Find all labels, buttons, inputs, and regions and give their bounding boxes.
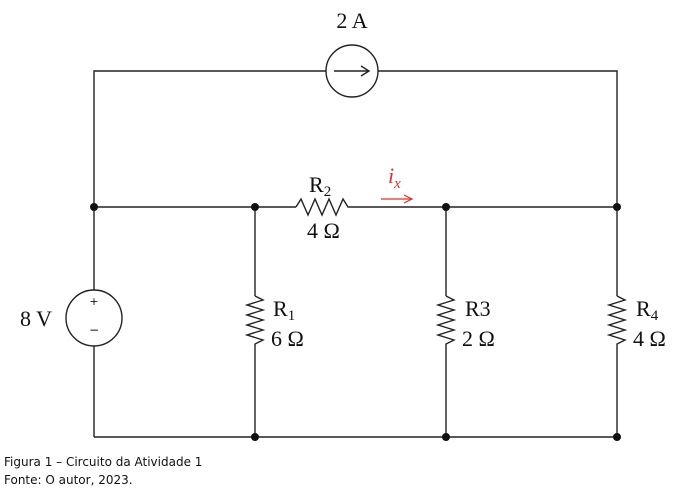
current-source [325, 44, 379, 98]
resistor-r4-symbol [606, 295, 628, 348]
node-r1-bottom [251, 433, 259, 441]
node-r3-top [442, 203, 450, 211]
node-r4-bottom [613, 433, 621, 441]
node-r1-top [251, 203, 259, 211]
junction-nodes [90, 203, 621, 441]
r3-value-label: 2 Ω [462, 326, 495, 351]
node-top-left [90, 203, 98, 211]
voltage-source-minus: − [89, 323, 99, 337]
node-r3-bottom [442, 433, 450, 441]
r2-value-label: 4 Ω [307, 218, 340, 243]
r3-name-label: R3 [465, 296, 491, 321]
r4-value-label: 4 Ω [633, 326, 666, 351]
current-source-value: 2 A [336, 8, 367, 33]
voltage-source [65, 289, 123, 347]
current-source-arrowhead-icon [360, 65, 371, 77]
wires [93, 70, 618, 438]
voltage-source-value: 8 V [20, 306, 52, 331]
voltage-source-plus: + [89, 295, 98, 308]
current-ix-arrow-icon [381, 194, 414, 204]
resistor-r3-symbol [435, 295, 457, 348]
node-top-right [613, 203, 621, 211]
top-loop-wire-right [378, 70, 618, 207]
resistor-r1-symbol [244, 295, 266, 348]
r4-name-label: R4 [636, 296, 659, 324]
figure-source: Fonte: O autor, 2023. [4, 473, 133, 487]
r1-value-label: 6 Ω [271, 326, 304, 351]
current-ix-label: ix [388, 163, 401, 192]
figure-caption: Figura 1 – Circuito da Atividade 1 [4, 455, 203, 469]
current-ix-subscript: x [393, 176, 401, 192]
top-loop-wire [93, 70, 326, 207]
r2-name-label: R2 [309, 172, 331, 200]
r1-name-label: R1 [273, 296, 295, 324]
resistor-r2-symbol [295, 197, 352, 217]
current-ix-symbol: i [388, 163, 394, 188]
